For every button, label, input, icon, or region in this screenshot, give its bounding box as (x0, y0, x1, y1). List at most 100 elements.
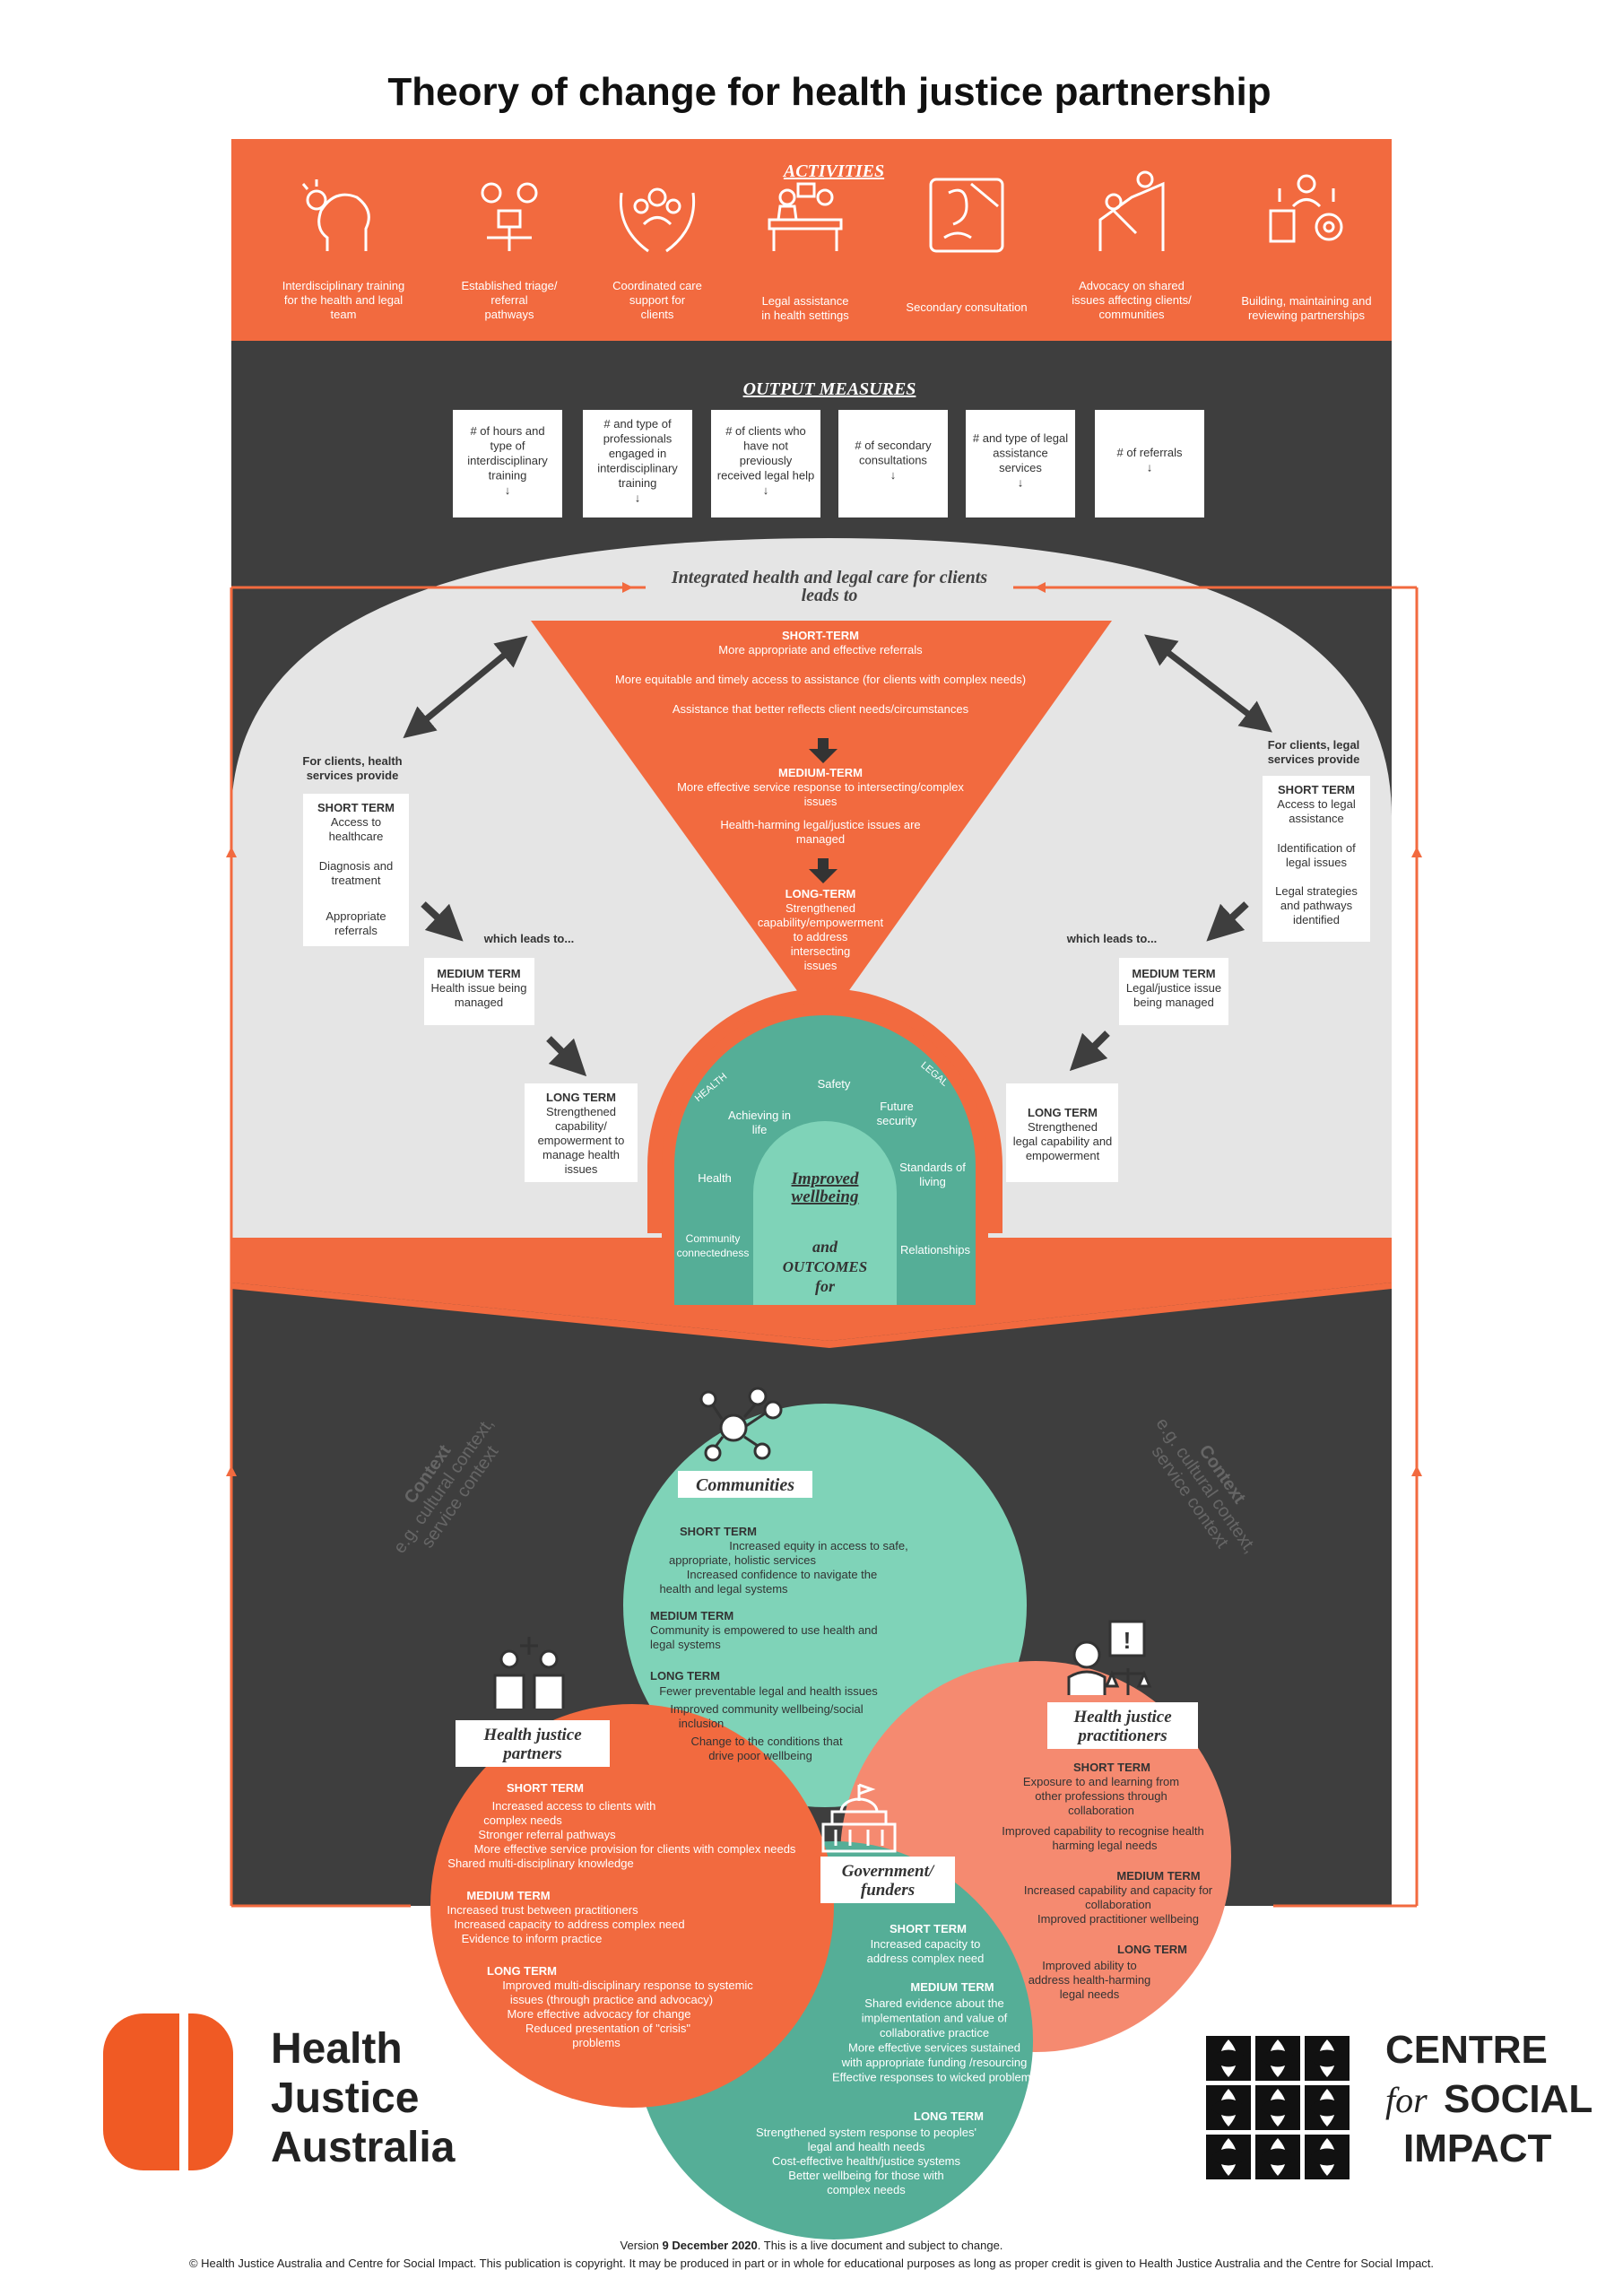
text-line: healthcare (329, 830, 384, 843)
output-label: training (619, 476, 657, 490)
activity-label: for the health and legal (284, 293, 403, 307)
text-line: Fewer preventable legal and health issue… (659, 1684, 878, 1698)
communities-network-icon (699, 1387, 783, 1462)
domain-standards-of-living: Standards of (899, 1161, 966, 1174)
text-line: identified (1293, 913, 1340, 926)
outcome-card (525, 1083, 638, 1182)
text-line: More effective service response to inter… (677, 780, 964, 794)
text-line: other professions through (1035, 1789, 1167, 1803)
advocacy-icon (1098, 170, 1165, 251)
page-title: Theory of change for health justice part… (387, 70, 1271, 114)
outputs-heading: OUTPUT MEASURES (743, 379, 916, 399)
activity-label: Legal assistance (762, 294, 849, 308)
legal-double-arrow (1144, 634, 1272, 733)
text-line: empowerment to (538, 1134, 625, 1147)
csi-for: for (1385, 2080, 1428, 2120)
output-label: ↓ (763, 483, 769, 497)
text-line: MEDIUM TERM (466, 1889, 550, 1902)
svg-text:Australia: Australia (271, 2124, 456, 2171)
output-card (966, 410, 1075, 517)
text-line: Access to legal (1277, 797, 1356, 811)
csi-centre: CENTRE (1385, 2028, 1548, 2072)
activity-label: Interdisciplinary training (282, 279, 405, 292)
text-line: LONG TERM (546, 1091, 616, 1104)
text-line: MEDIUM TERM (437, 967, 520, 980)
triangle-arrow-1 (809, 738, 838, 763)
activity-label: reviewing partnerships (1248, 309, 1366, 322)
wellbeing-center (753, 1121, 897, 1305)
text-line: LONG TERM (914, 2109, 984, 2123)
activity-label: referral (490, 293, 527, 307)
text-line: manage health (542, 1148, 620, 1161)
output-label: services (999, 461, 1042, 474)
text-line: Diagnosis and (319, 859, 393, 873)
text-line: being managed (1133, 996, 1214, 1009)
text-line: Identification of (1277, 841, 1356, 855)
text-line: Strengthened (546, 1105, 616, 1118)
activity-label: support for (629, 293, 686, 307)
text-line: Exposure to and learning from (1023, 1775, 1179, 1788)
output-label: ↓ (890, 468, 897, 482)
text-line: funders (861, 1881, 915, 1900)
activity-label: Established triage/ (462, 279, 558, 292)
text-line: Increased capacity to address complex ne… (454, 1918, 684, 1931)
text-line: Evidence to inform practice (462, 1932, 603, 1945)
outcome-card (1119, 958, 1228, 1025)
text-line: with appropriate funding /resourcing (841, 2056, 1028, 2069)
text-line: treatment (332, 874, 381, 887)
output-label: professionals (603, 432, 673, 446)
text-line: MEDIUM TERM (650, 1609, 733, 1622)
text-line: and pathways (1280, 899, 1353, 912)
text-line: For clients, health (302, 754, 402, 768)
text-line: Community is empowered to use health and (650, 1623, 878, 1637)
text-line: and (812, 1238, 838, 1256)
text-line: Cost-effective health/justice systems (772, 2154, 961, 2168)
domain-health: Health (698, 1171, 732, 1185)
output-label: # and type of legal (973, 431, 1068, 445)
text-line: Legal strategies (1275, 884, 1358, 898)
text-line: Improved community wellbeing/social (670, 1702, 863, 1716)
text-line: legal systems (650, 1638, 721, 1651)
text-line: legal needs (1060, 1987, 1120, 2001)
output-card (583, 410, 692, 517)
text-line: Increased access to clients with (492, 1799, 656, 1813)
activity-label: team (331, 308, 357, 321)
output-label: consultations (859, 454, 927, 467)
svg-text:!: ! (1124, 1627, 1132, 1654)
shared-outcomes-triangle (531, 621, 1112, 1027)
outcome-card (424, 958, 534, 1025)
text-line: services provide (307, 769, 399, 782)
text-line: More effective advocacy for change (508, 2007, 691, 2021)
health-arrow-2 (546, 1036, 587, 1077)
partners-label-box (456, 1720, 610, 1767)
activity-label: in health settings (761, 309, 849, 322)
text-line: Increased capacity to (871, 1937, 981, 1951)
activity-label: issues affecting clients/ (1072, 293, 1192, 307)
text-line: legal and health needs (808, 2140, 925, 2153)
output-label: engaged in (609, 447, 666, 460)
text-line: Legal/justice issue (1126, 981, 1221, 995)
text-line: LONG TERM (650, 1669, 720, 1683)
activities-heading: ACTIVITIES (782, 161, 884, 181)
text-line: Strengthened system response to peoples' (756, 2126, 976, 2139)
legal-arrow-1 (1206, 901, 1249, 942)
text-line: Increased confidence to navigate the (687, 1568, 877, 1581)
output-label: previously (740, 454, 793, 467)
output-label: ↓ (1147, 461, 1153, 474)
practitioner-scales-icon: ! (1067, 1620, 1152, 1695)
output-label: # of secondary (855, 439, 932, 452)
text-line: Increased trust between practitioners (447, 1903, 638, 1917)
text-line: for (815, 1277, 836, 1295)
legal-arrow-2 (1069, 1031, 1110, 1072)
text-line: Reduced presentation of "crisis" (525, 2022, 690, 2035)
text-line: health and legal systems (659, 1582, 788, 1596)
text-line: More effective services sustained (848, 2041, 1020, 2055)
domain-standards-of-living: living (919, 1175, 946, 1188)
text-line: collaborative practice (880, 2026, 989, 2039)
output-label: type of (490, 439, 525, 453)
health-double-arrow (403, 635, 528, 739)
